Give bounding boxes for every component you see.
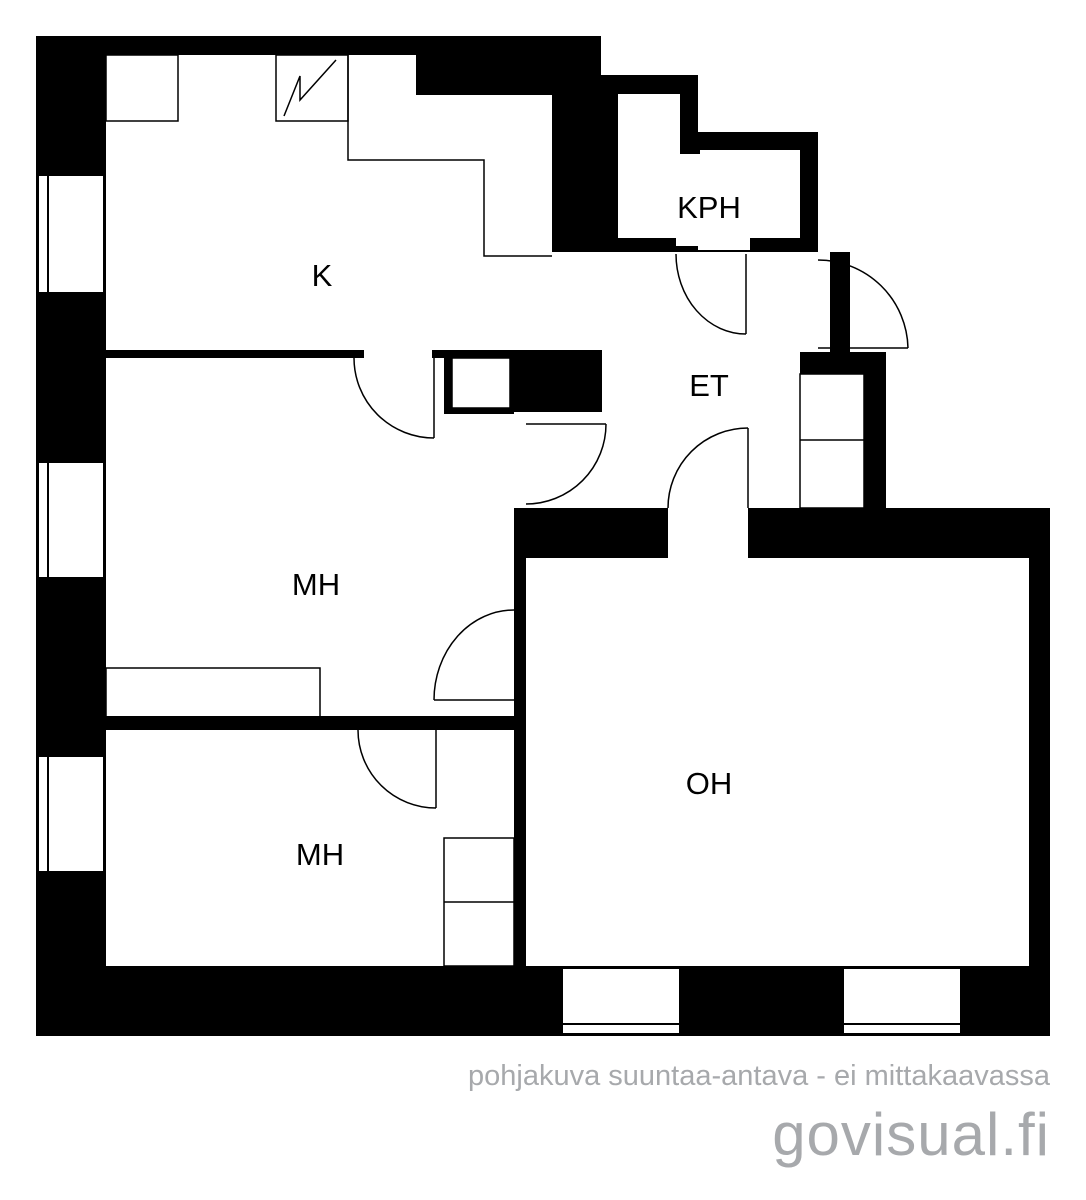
bedroom-wardrobe-upper: [105, 667, 321, 719]
room-label-bedroom-upper: MH: [292, 567, 340, 602]
door-entrance: [817, 259, 909, 349]
floor-areas: [106, 55, 1029, 966]
doors: [353, 253, 909, 809]
brand-logo-text: govisual.fi: [772, 1101, 1050, 1168]
door-bedroom-upper-living: [433, 609, 515, 701]
hall-closet: [799, 373, 865, 509]
kitchen-counter-corner: [105, 54, 179, 122]
room-label-bedroom-lower: MH: [296, 837, 344, 872]
door-hall-closet: [525, 423, 607, 505]
interior-walls: [106, 90, 888, 966]
closet-floor: [800, 374, 864, 508]
room-label-kitchen: K: [312, 258, 333, 293]
plan-disclaimer: pohjakuva suuntaa-antava - ei mittakaava…: [468, 1060, 1050, 1092]
kitchen-counter-edge: [347, 55, 552, 257]
door-bathroom: [675, 253, 747, 335]
bedroom-upper-floor: [106, 360, 514, 716]
door-kitchen-bedroom: [353, 357, 435, 439]
bedroom-lower-floor: [106, 730, 514, 966]
windows: [37, 174, 962, 1035]
floor-plan: K KPH ET MH MH OH: [36, 36, 1050, 1036]
door-living-room: [667, 427, 749, 509]
fixtures: [105, 54, 865, 967]
living-room-floor: [526, 558, 1029, 966]
door-bedroom-lower: [357, 729, 437, 809]
bathroom-floor-a: [618, 94, 680, 152]
room-label-hall: ET: [689, 368, 729, 403]
shaft-block: [510, 358, 602, 412]
room-label-bathroom: KPH: [677, 190, 741, 225]
hall-cabinet: [451, 357, 511, 409]
room-label-living-room: OH: [686, 766, 733, 801]
living-door-opening: [668, 508, 748, 560]
room-labels: K KPH ET MH MH OH: [292, 190, 741, 872]
stove-symbol: [283, 59, 337, 117]
